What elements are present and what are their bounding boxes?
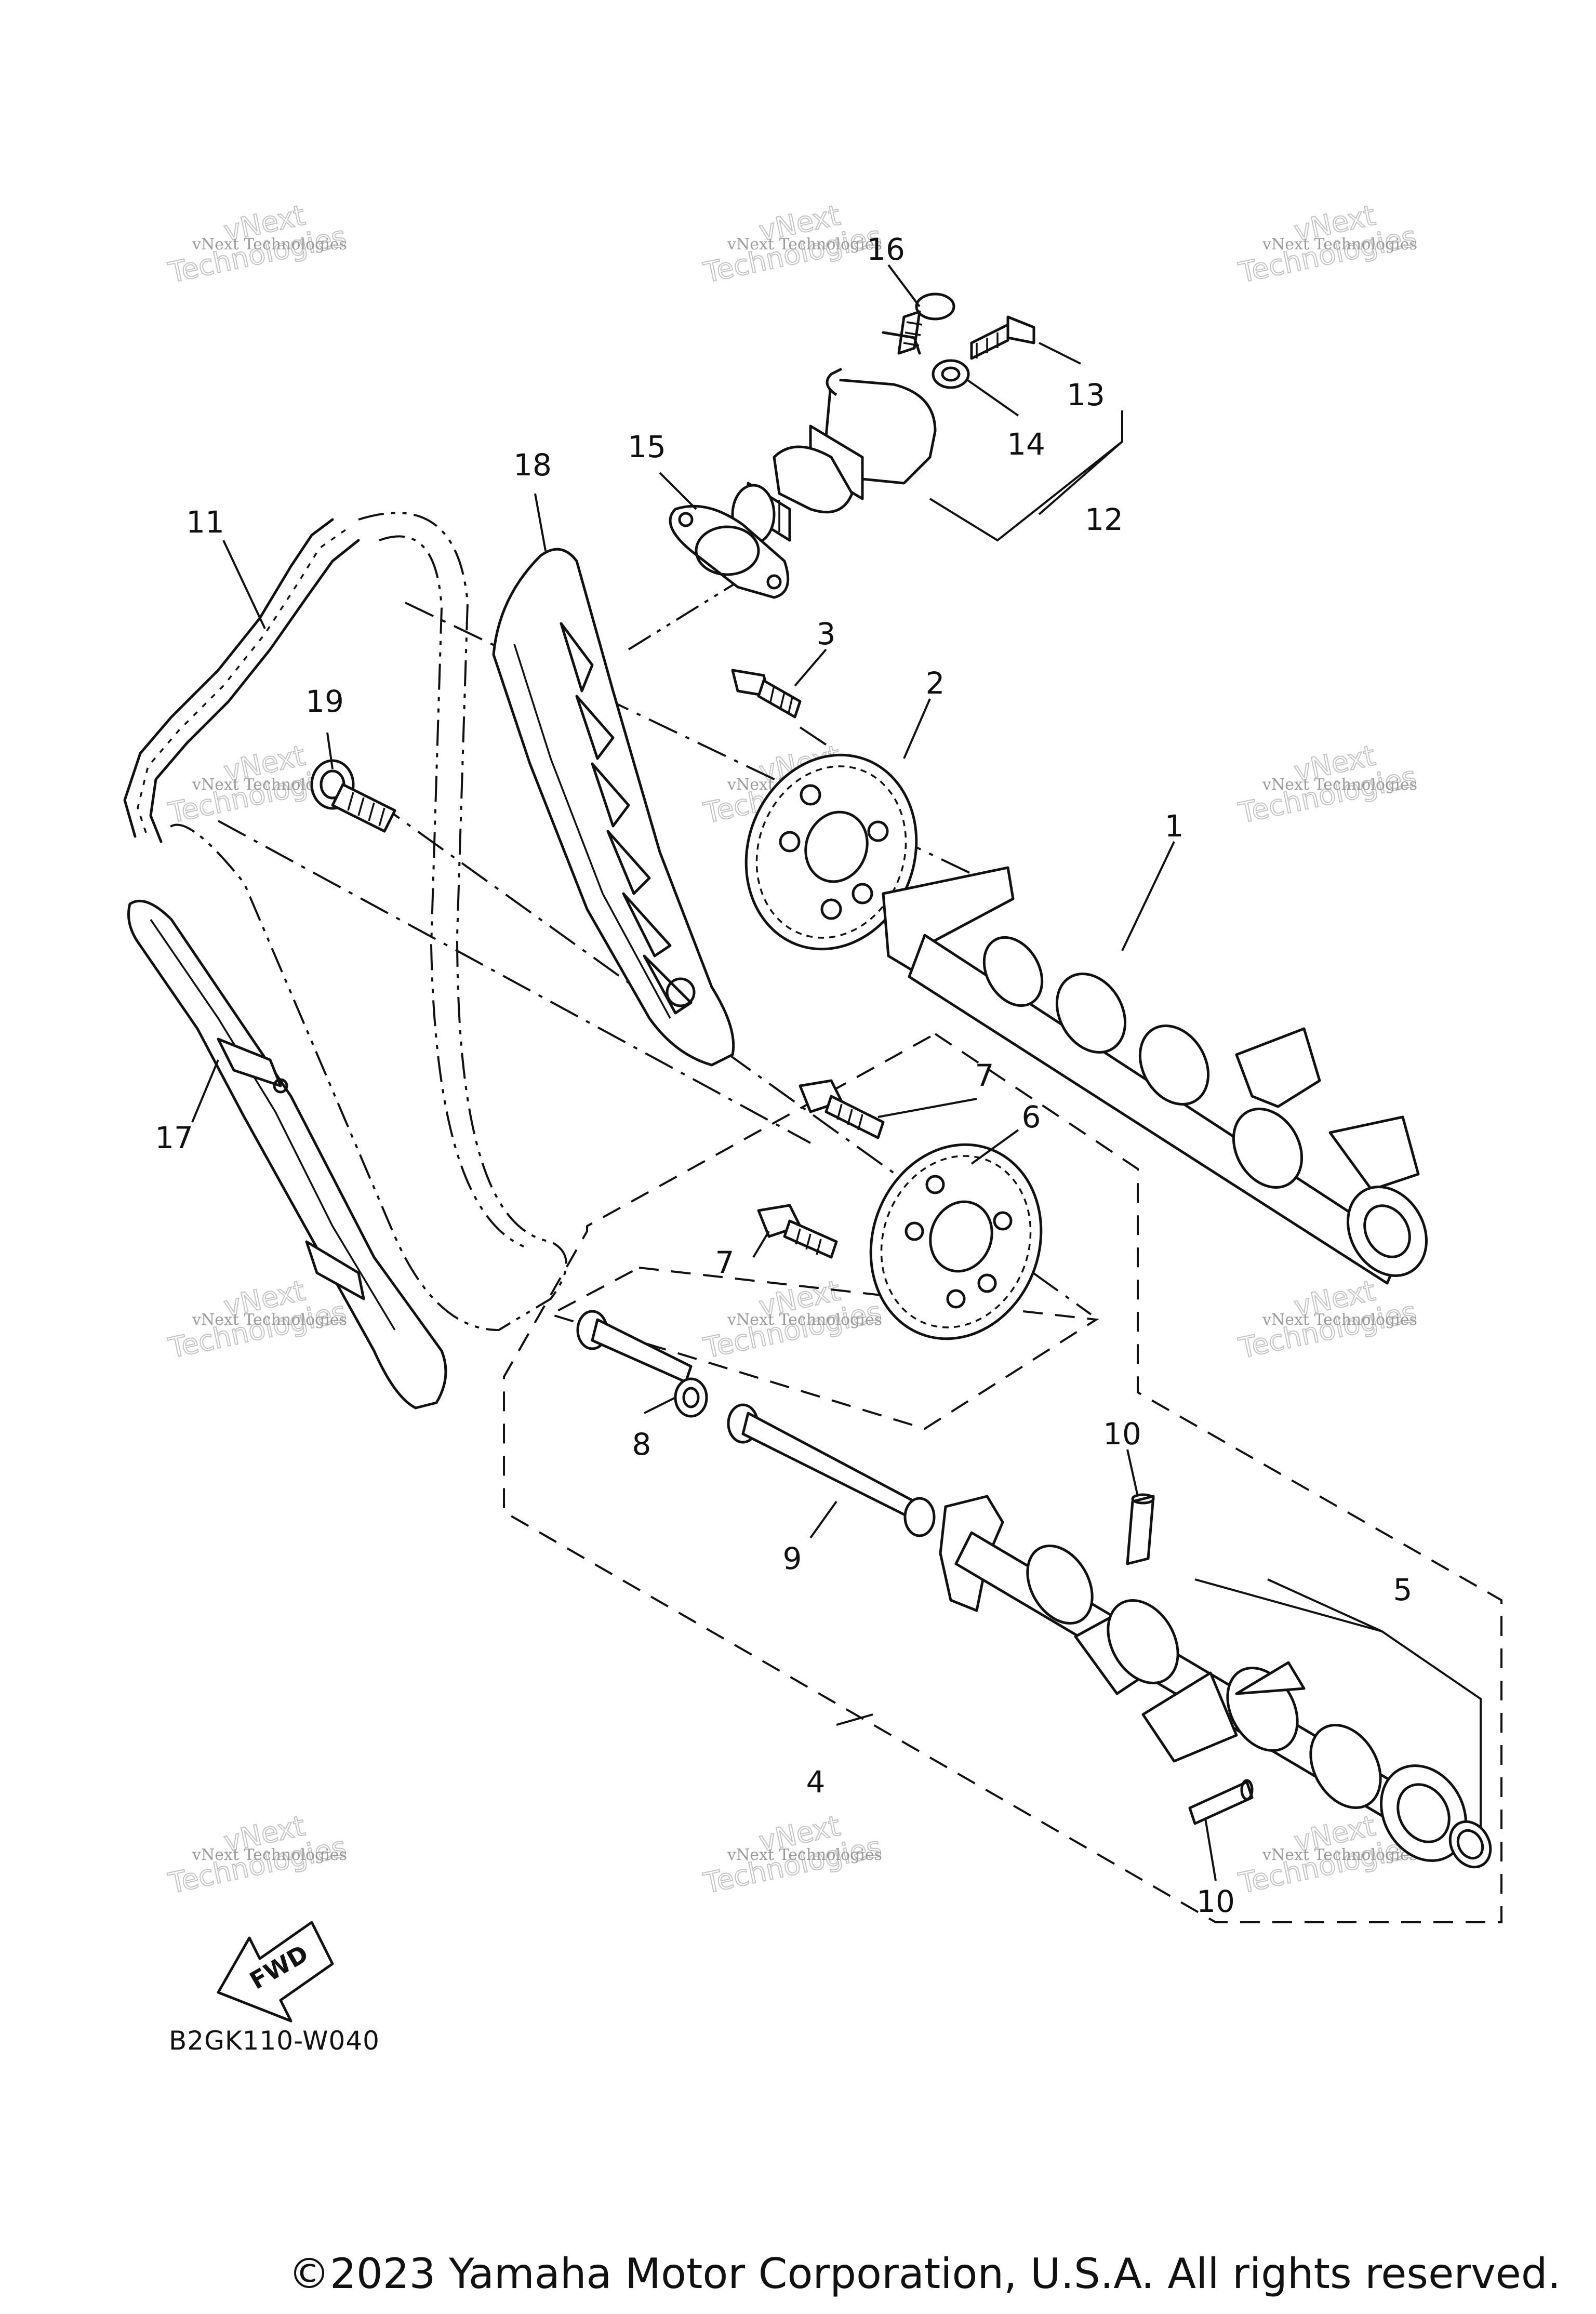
watermark: vNextTechnologies vNext Technologies (1235, 738, 1420, 830)
watermark-text-small: vNext Technologies (192, 1846, 347, 1864)
callout-numbers: 1 2 3 4 5 6 7 7 8 9 10 10 11 12 13 14 15… (155, 232, 1412, 1919)
leader-5b (1194, 1578, 1382, 1632)
leader-10a (1126, 1449, 1139, 1497)
center-line-bolt3 (799, 726, 832, 749)
bolt-3 (731, 669, 802, 719)
bolt-16 (882, 292, 955, 355)
leader-3 (794, 648, 827, 687)
callout-16: 16 (867, 232, 905, 267)
callout-9: 9 (783, 1541, 802, 1576)
pin-10-lower (1188, 1779, 1254, 1825)
callout-12: 12 (1085, 502, 1123, 537)
leader-6 (970, 1129, 1019, 1165)
leader-8 (644, 1397, 676, 1414)
drawing-code: B2GK110-W040 (169, 2026, 380, 2056)
leader-2 (903, 698, 931, 759)
cam-chain (123, 518, 360, 843)
callout-10a: 10 (1103, 1416, 1141, 1452)
center-line-guide (373, 799, 1092, 1315)
callout-13: 13 (1067, 377, 1105, 413)
callout-7a: 7 (975, 1058, 994, 1093)
watermark-text-small: vNext Technologies (192, 1311, 347, 1329)
callout-2: 2 (926, 666, 945, 701)
bolt-13 (970, 315, 1035, 360)
leader-12 (929, 410, 1123, 542)
watermark: vNextTechnologies vNext Technologies (700, 1808, 885, 1900)
leader-7b (752, 1230, 770, 1258)
leader-14 (965, 378, 1019, 417)
forward-direction-arrow: FWD (217, 1921, 334, 2023)
bolt-19 (310, 759, 396, 833)
leader-13 (1039, 342, 1081, 365)
callout-10b: 10 (1196, 1884, 1235, 1919)
watermark: vNextTechnologies vNext Technologies (165, 1808, 350, 1900)
callout-3: 3 (817, 616, 836, 651)
watermark: vNextTechnologies vNext Technologies (1235, 198, 1420, 289)
watermark: vNextTechnologies vNext Technologies (1235, 1273, 1420, 1365)
watermark-text-small: vNext Technologies (192, 235, 347, 254)
leader-18 (534, 493, 547, 551)
leader-16 (887, 264, 921, 308)
leader-15 (659, 472, 697, 510)
bolt-7-upper (799, 1079, 885, 1139)
leader-7a (877, 1098, 977, 1118)
camshaft-1 (882, 866, 1428, 1285)
washer-14 (932, 359, 970, 389)
leader-19 (326, 732, 334, 769)
chain-guide-17 (127, 899, 447, 1409)
watermark-text-small: vNext Technologies (727, 235, 882, 254)
center-line-gasket (628, 581, 739, 650)
callout-17: 17 (155, 1120, 193, 1155)
callout-19: 19 (305, 684, 344, 719)
tensioner-assembly-12 (731, 367, 937, 545)
leader-11 (222, 540, 266, 629)
chain-path-outline-inner (379, 535, 525, 1248)
callout-8: 8 (632, 1427, 651, 1462)
callout-14: 14 (1007, 427, 1045, 462)
leader-17 (191, 1059, 219, 1123)
center-line-exhaust (218, 820, 811, 1144)
watermark: vNextTechnologies vNext Technologies (165, 1273, 350, 1365)
leader-9 (809, 1500, 837, 1539)
leader-10b (1204, 1818, 1217, 1881)
callout-15: 15 (628, 429, 666, 464)
tensioner-guide-18 (492, 548, 735, 1067)
callout-4: 4 (806, 1764, 826, 1800)
watermark: vNextTechnologies vNext Technologies (165, 198, 350, 289)
watermark-text-small: vNext Technologies (727, 1846, 882, 1864)
watermark-text-small: vNext Technologies (1262, 1846, 1417, 1864)
callout-5: 5 (1393, 1572, 1413, 1607)
assembly-boundary-outer (503, 1032, 1502, 1923)
bolt-7-lower (757, 1204, 838, 1259)
leader-5 (1267, 1578, 1482, 1829)
copyright-notice: ©2023 Yamaha Motor Corporation, U.S.A. A… (288, 2250, 1561, 2298)
watermark-text-small: vNext Technologies (727, 1311, 882, 1329)
leader-lines (191, 264, 1482, 1881)
watermark-text-small: vNext Technologies (1262, 776, 1417, 794)
gasket-15 (669, 504, 790, 599)
leader-4 (836, 1713, 873, 1726)
callout-6: 6 (1022, 1099, 1041, 1135)
watermark-text-small: vNext Technologies (1262, 1311, 1417, 1329)
watermark-text-small: vNext Technologies (1262, 235, 1417, 254)
shaft-8 (576, 1310, 708, 1418)
pin-10-upper (1126, 1493, 1155, 1565)
camshaft-5 (939, 1495, 1492, 1869)
sprocket-2 (744, 753, 918, 951)
callout-11: 11 (186, 504, 224, 540)
callout-18: 18 (513, 447, 552, 483)
shaft-9 (727, 1403, 936, 1537)
leader-1 (1121, 841, 1175, 951)
chain-path-outline (165, 512, 567, 1332)
watermark: vNextTechnologies vNext Technologies (700, 198, 885, 289)
callout-1: 1 (1165, 808, 1184, 844)
callout-7b: 7 (715, 1245, 735, 1280)
sprocket-6 (869, 1143, 1043, 1340)
watermark: vNextTechnologies vNext Technologies (700, 1273, 885, 1365)
